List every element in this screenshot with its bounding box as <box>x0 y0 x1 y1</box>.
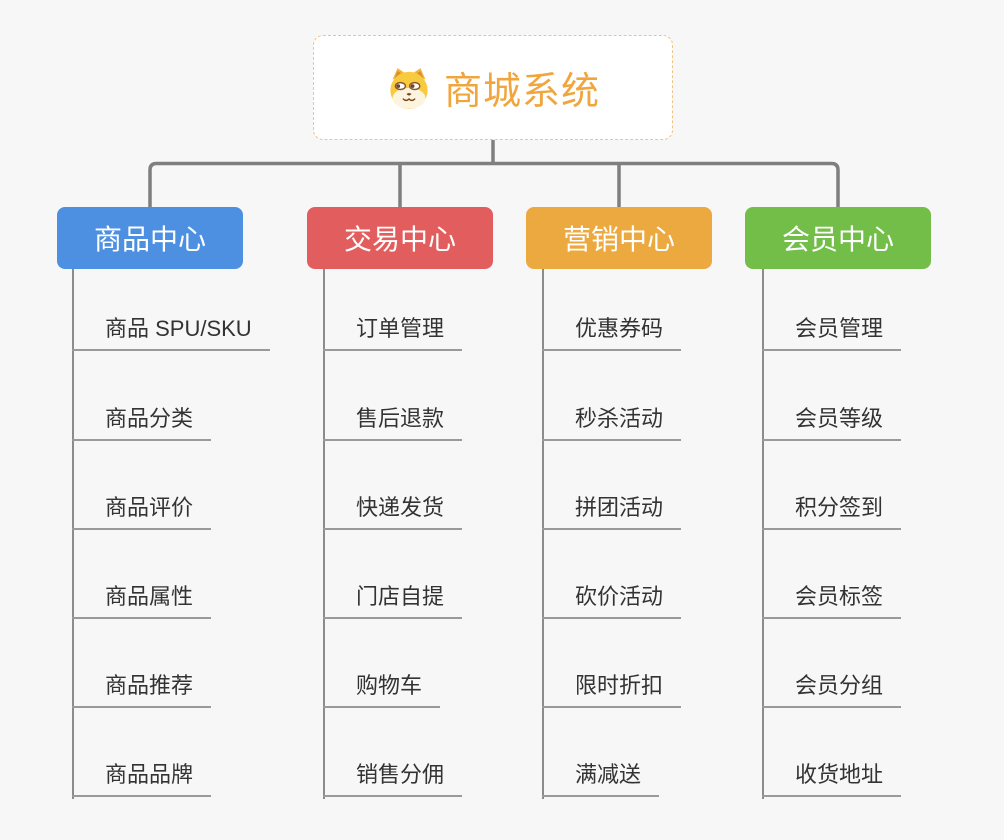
branch-label: 商品中心 <box>93 224 206 255</box>
leaf-node[interactable]: 商品推荐 <box>72 672 212 708</box>
leaf-node[interactable]: 会员标签 <box>762 583 902 619</box>
root-node[interactable]: 商城系统 <box>313 35 673 140</box>
leaf-node[interactable]: 商品 SPU/SKU <box>72 315 270 351</box>
leaf-node[interactable]: 商品属性 <box>72 583 212 619</box>
leaf-node[interactable]: 门店自提 <box>323 583 463 619</box>
branch-header-product-center[interactable]: 商品中心 <box>57 207 243 269</box>
leaf-node[interactable]: 拼团活动 <box>542 494 682 530</box>
leaf-node[interactable]: 商品分类 <box>72 405 212 441</box>
leaf-node[interactable]: 订单管理 <box>323 315 463 351</box>
branch-trunk-line <box>72 269 74 799</box>
branch-header-marketing-center[interactable]: 营销中心 <box>526 207 712 269</box>
branch-header-member-center[interactable]: 会员中心 <box>745 207 931 269</box>
branch-label: 营销中心 <box>562 224 675 255</box>
leaf-node[interactable]: 购物车 <box>323 672 441 708</box>
leaf-node[interactable]: 快递发货 <box>323 494 463 530</box>
branch-label: 交易中心 <box>343 224 456 255</box>
branch-header-trade-center[interactable]: 交易中心 <box>307 207 493 269</box>
leaf-node[interactable]: 收货地址 <box>762 761 902 797</box>
leaf-node[interactable]: 商品评价 <box>72 494 212 530</box>
branch-trunk-line <box>542 269 544 799</box>
root-title: 商城系统 <box>443 71 600 113</box>
dog-face-icon <box>390 68 428 109</box>
branch-label: 会员中心 <box>781 224 894 255</box>
branch-trunk-line <box>323 269 325 799</box>
leaf-node[interactable]: 砍价活动 <box>542 583 682 619</box>
leaf-node[interactable]: 秒杀活动 <box>542 405 682 441</box>
leaf-node[interactable]: 销售分佣 <box>323 761 463 797</box>
root-connector-lines <box>148 140 840 207</box>
leaf-node[interactable]: 满减送 <box>542 761 660 797</box>
leaf-node[interactable]: 会员管理 <box>762 315 902 351</box>
leaf-node[interactable]: 会员等级 <box>762 405 902 441</box>
leaf-node[interactable]: 优惠券码 <box>542 315 682 351</box>
leaf-node[interactable]: 会员分组 <box>762 672 902 708</box>
branch-trunk-line <box>762 269 764 799</box>
leaf-node[interactable]: 商品品牌 <box>72 761 212 797</box>
leaf-node[interactable]: 售后退款 <box>323 405 463 441</box>
leaf-node[interactable]: 限时折扣 <box>542 672 682 708</box>
leaf-node[interactable]: 积分签到 <box>762 494 902 530</box>
